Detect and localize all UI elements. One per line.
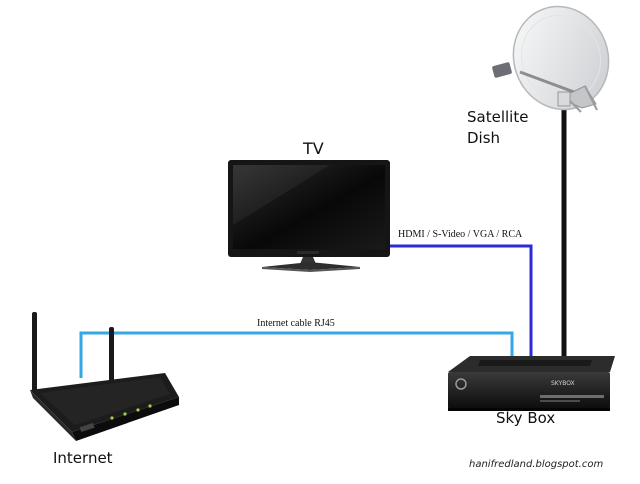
internet-label: Internet <box>53 449 113 467</box>
flat-screen-tv-icon <box>228 160 390 272</box>
tv-label: TV <box>303 139 324 158</box>
credit-text: hanifredland.blogspot.com <box>469 459 604 470</box>
satellite-dish-icon <box>492 5 610 113</box>
satellite-label-line1: Satellite <box>467 108 529 126</box>
set-top-box-icon: SKYBOX <box>448 356 615 411</box>
wifi-router-icon <box>30 312 179 441</box>
video-cable-label: HDMI / S-Video / VGA / RCA <box>398 229 523 240</box>
video-cable <box>388 244 533 360</box>
internet-cable <box>79 331 514 378</box>
satellite-dish-label: Satellite Dish <box>467 107 528 149</box>
internet-cable-label: Internet cable RJ45 <box>257 318 335 329</box>
satellite-label-line2: Dish <box>467 129 501 147</box>
sky-box-label: Sky Box <box>496 409 556 427</box>
skybox-brand-text: SKYBOX <box>551 380 575 387</box>
